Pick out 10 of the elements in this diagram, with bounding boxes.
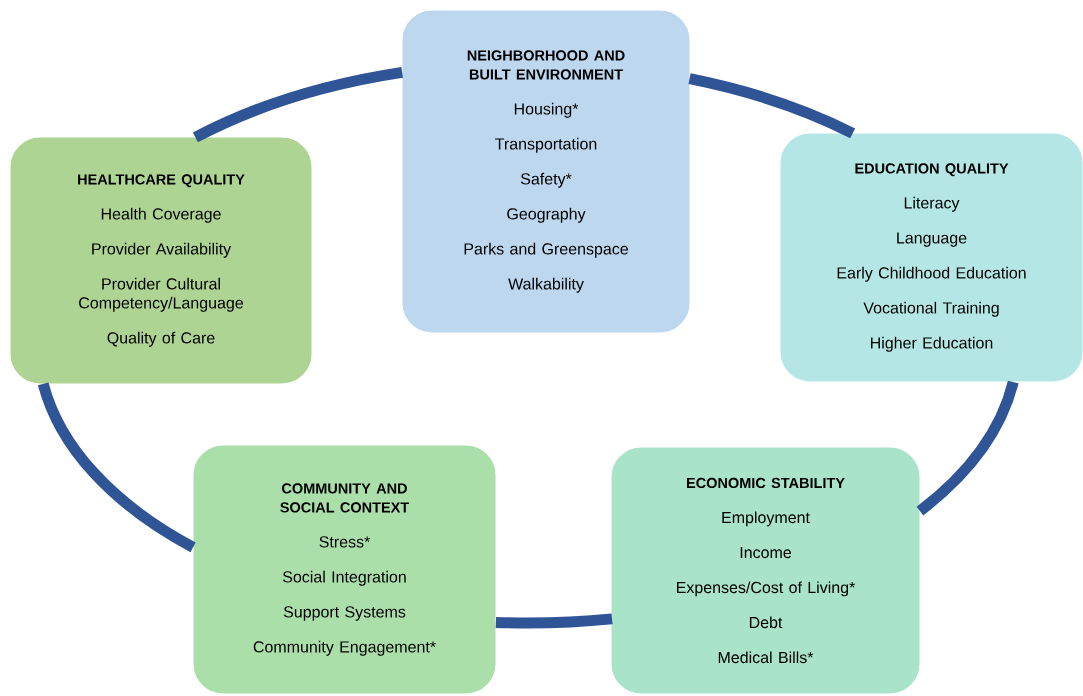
category-box: COMMUNITY AND SOCIAL CONTEXT Stress* Social Integration Support Systems Community Engagement* [192,444,497,695]
ring-segment [916,380,1019,516]
category-box: HEALTHCARE QUALITY Health Coverage Provider Availability Provider Cultural Competency/Language Quality of Care [9,136,313,385]
ring-segment [192,66,404,143]
ring-segment [37,382,196,553]
ring-segment [495,613,613,629]
category-box: NEIGHBORHOOD AND BUILT ENVIRONMENT Housing* Transportation Safety* Geography Parks and Greenspace Walkability [401,9,691,334]
ring-segment [688,73,856,139]
category-box: ECONOMIC STABILITY Employment Income Expenses/Cost of Living* Debt Medical Bills* [610,446,921,695]
category-box: EDUCATION QUALITY Literacy Language Early Childhood Education Vocational Training Higher Education [779,132,1083,383]
